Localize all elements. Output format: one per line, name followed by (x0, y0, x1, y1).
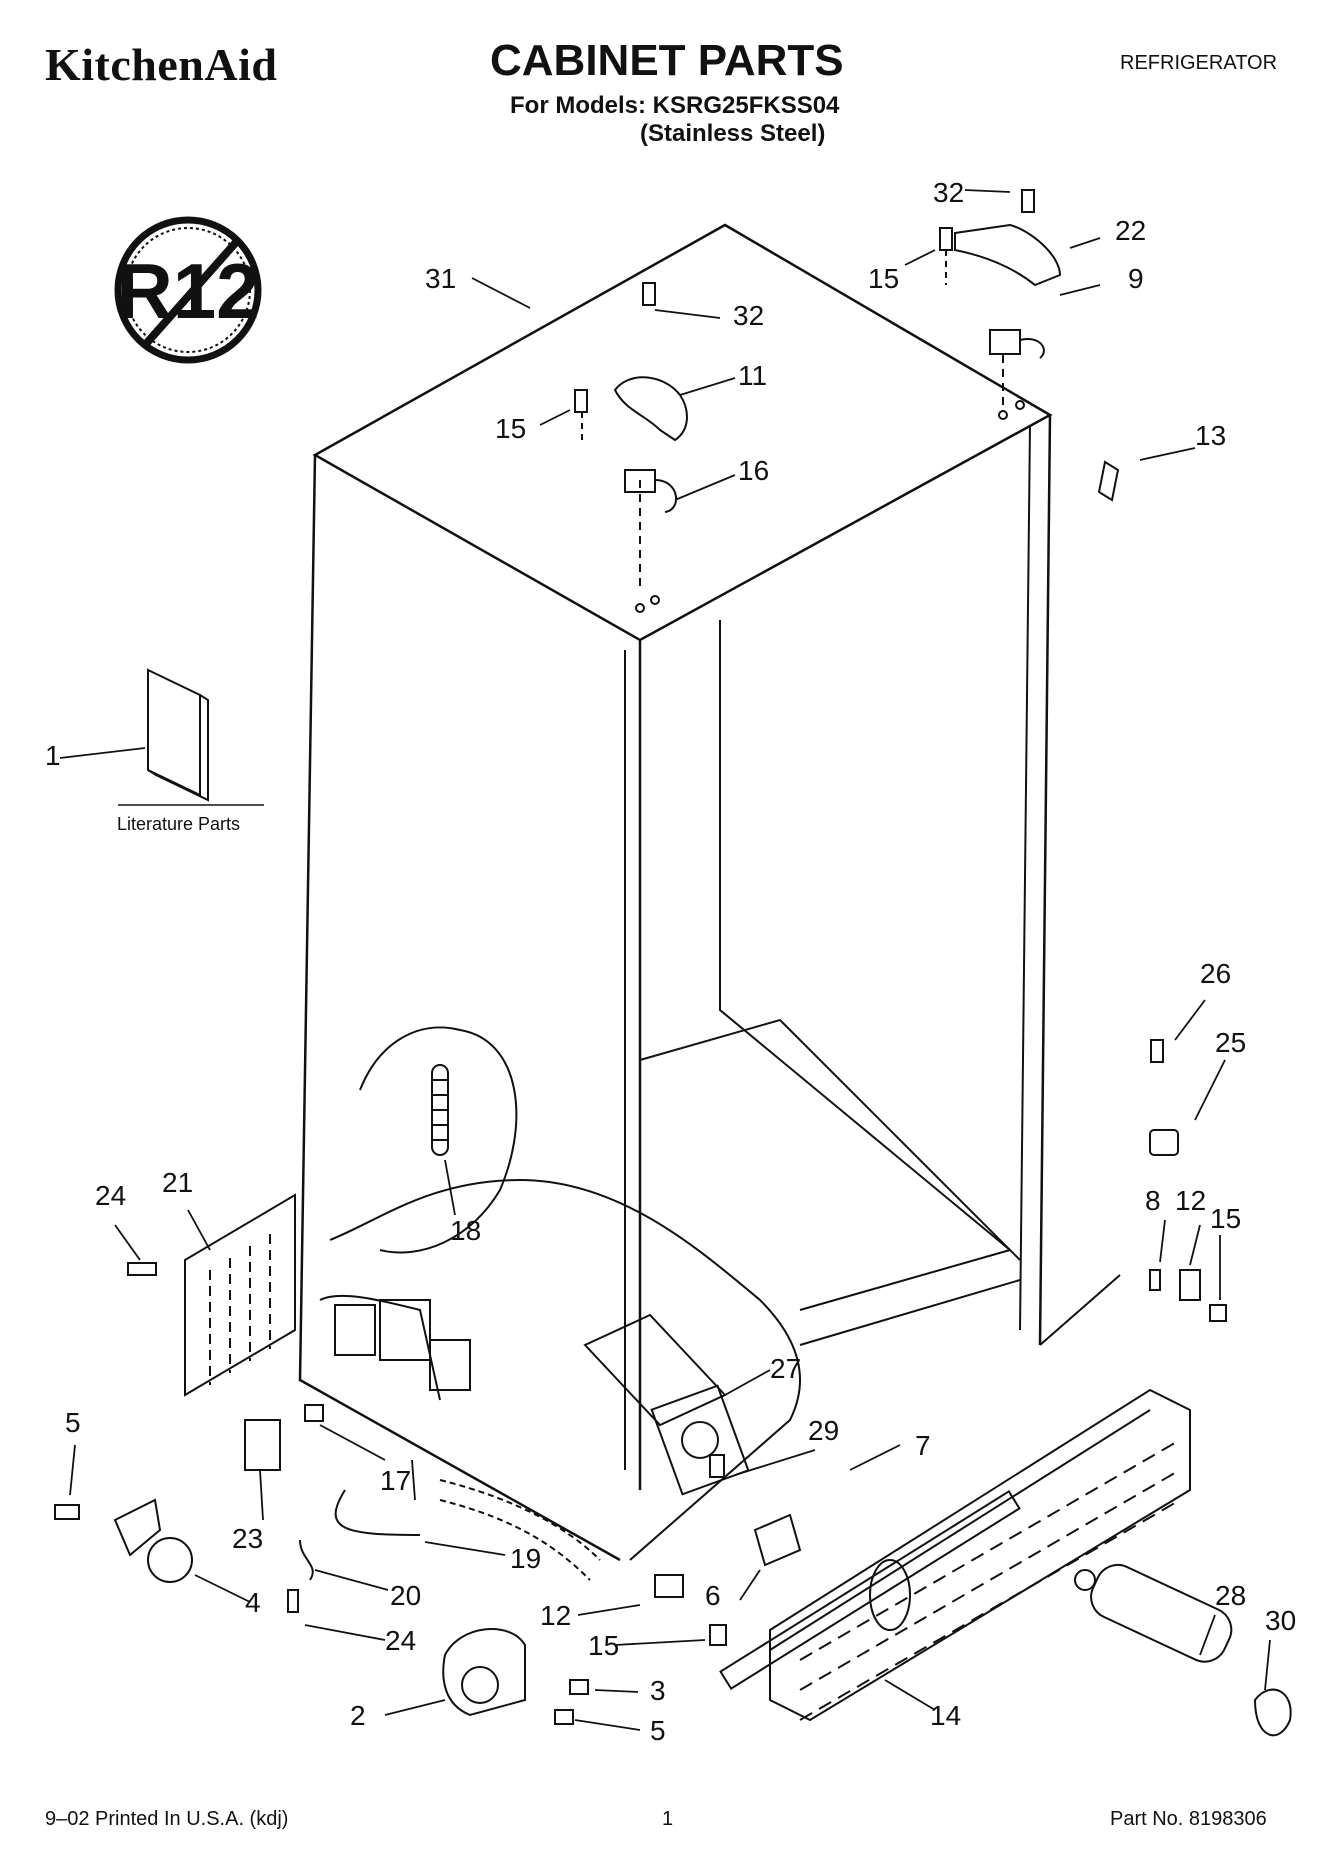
callout-1: 1 (45, 740, 61, 771)
callout-32-mid: 32 (733, 300, 764, 331)
callout-13: 13 (1195, 420, 1226, 451)
callout-8: 8 (1145, 1185, 1161, 1216)
callout-19: 19 (510, 1543, 541, 1574)
callout-9: 9 (1128, 263, 1144, 294)
literature-parts-label: Literature Parts (117, 814, 240, 834)
callout-16: 16 (738, 455, 769, 486)
brand-logo: KitchenAid (45, 39, 278, 90)
callout-30: 30 (1265, 1605, 1296, 1636)
cabinet-shell (298, 223, 1121, 1562)
callout-7: 7 (915, 1430, 931, 1461)
callout-15-top: 15 (868, 263, 899, 294)
category-label: REFRIGERATOR (1120, 52, 1278, 74)
callout-26: 26 (1200, 958, 1231, 989)
callout-15-mid: 15 (495, 413, 526, 444)
callout-15-right: 15 (1210, 1203, 1241, 1234)
callout-22: 22 (1115, 215, 1146, 246)
upper-hinge-left (613, 376, 688, 613)
callout-29: 29 (808, 1415, 839, 1446)
lower-left-parts (54, 1404, 802, 1725)
callout-32-top: 32 (933, 177, 964, 208)
callout-12-bottom: 12 (540, 1600, 571, 1631)
callout-14: 14 (930, 1700, 961, 1731)
callout-17: 17 (380, 1465, 411, 1496)
callout-31: 31 (425, 263, 456, 294)
upper-hinge-right (954, 223, 1062, 420)
callout-4: 4 (245, 1587, 261, 1618)
callout-12-right: 12 (1175, 1185, 1206, 1216)
callout-labels: 31 32 22 15 9 32 11 15 13 16 1 26 25 24 … (45, 177, 1296, 1746)
print-info: 9–02 Printed In U.S.A. (kdj) (45, 1808, 289, 1830)
callout-28: 28 (1215, 1580, 1246, 1611)
left-grille-part-21 (127, 1193, 296, 1397)
water-filter-part-28 (1074, 1563, 1292, 1737)
literature-booklet (147, 668, 209, 802)
condenser-fan-part-27 (583, 1313, 750, 1496)
callout-5-bottom: 5 (650, 1715, 666, 1746)
callout-20: 20 (390, 1580, 421, 1611)
callout-11: 11 (738, 360, 767, 391)
callout-15-bottom: 15 (588, 1630, 619, 1661)
callout-2: 2 (350, 1700, 366, 1731)
page-title: CABINET PARTS (490, 36, 844, 85)
callout-18: 18 (450, 1215, 481, 1246)
finish-line: (Stainless Steel) (640, 120, 826, 147)
clip-part-13 (1097, 460, 1120, 502)
callout-21: 21 (162, 1167, 193, 1198)
callout-24-bottom: 24 (385, 1625, 416, 1656)
part-number: Part No. 8198306 (1110, 1808, 1267, 1830)
callout-leaders (59, 189, 1271, 1731)
callout-25: 25 (1215, 1027, 1246, 1058)
no-r12-prohibition-icon: R12 (114, 216, 262, 364)
base-grille-part-14 (719, 1388, 1191, 1722)
models-line: For Models: KSRG25FKSS04 (510, 92, 840, 119)
callout-6: 6 (705, 1580, 721, 1611)
callout-24-left: 24 (95, 1180, 126, 1211)
callout-5-left: 5 (65, 1407, 81, 1438)
drain-spring-part-18 (431, 1064, 449, 1156)
callout-23: 23 (232, 1523, 263, 1554)
callout-3: 3 (650, 1675, 666, 1706)
top-screws (574, 189, 1035, 445)
cutaway-compartment (319, 1026, 801, 1581)
callout-27: 27 (770, 1353, 801, 1384)
roller-bracket-right (1149, 1039, 1227, 1322)
page-number: 1 (662, 1808, 674, 1830)
